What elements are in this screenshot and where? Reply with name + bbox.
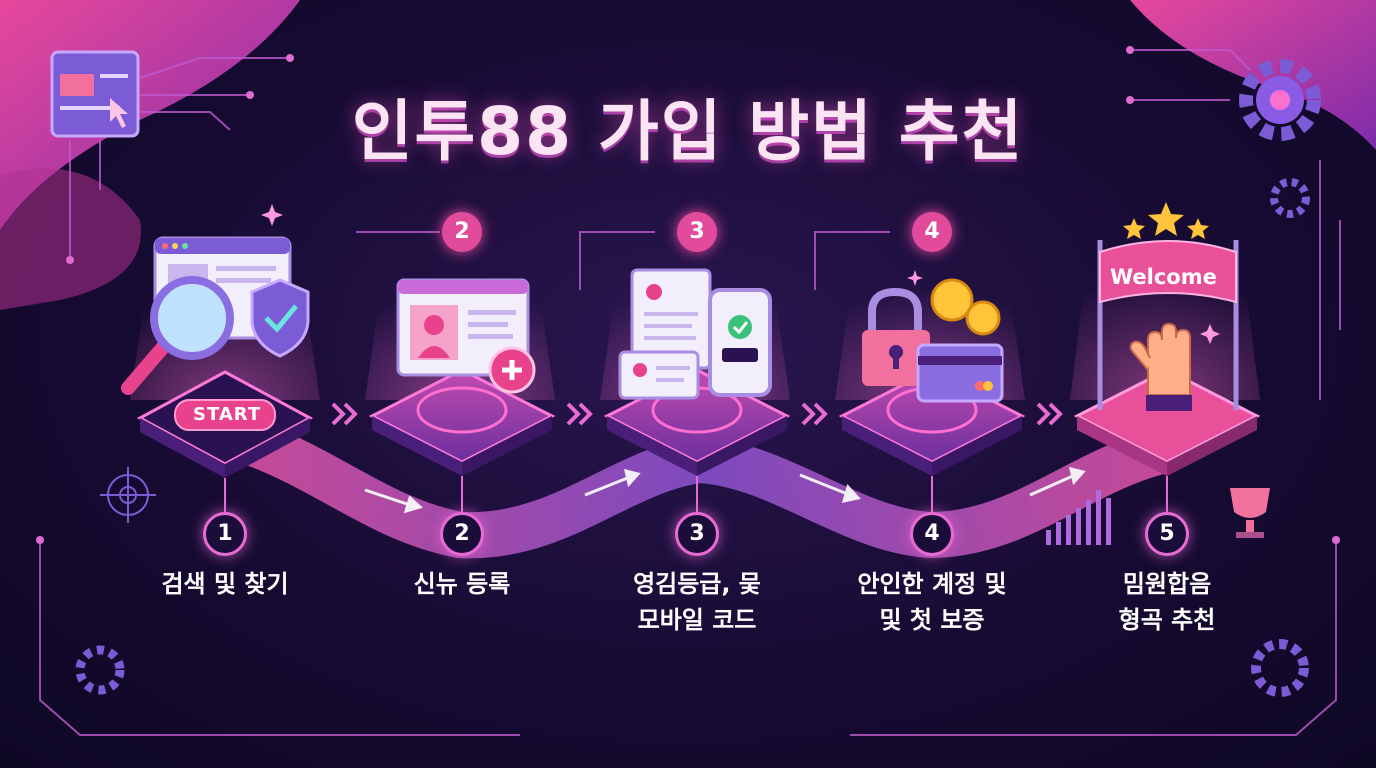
id-card-icon [618, 350, 700, 400]
step-label-5: 밈원합음 형곡 추천 [1057, 566, 1277, 638]
circuit-dots [36, 46, 1340, 544]
step-label-5-line-1: 밈원합음 [1122, 570, 1212, 598]
welcome-label: Welcome [1110, 265, 1217, 289]
step-number-5: 5 [1145, 512, 1189, 556]
sparkle-icons [261, 204, 1220, 344]
connector-lines [224, 476, 1168, 514]
step-number-3: 3 [675, 512, 719, 556]
hand-icon [1129, 322, 1192, 411]
lock-icon [862, 287, 930, 386]
step-badge-4: 4 [912, 212, 952, 252]
cursor-window-icon [50, 50, 140, 138]
gear-icon [75, 59, 1321, 697]
credit-card-icon [916, 343, 1004, 403]
step-label-2: 신뉴 등록 [352, 566, 572, 602]
circuit-lines [39, 49, 1341, 736]
step-label-3: 영김등급, 뭊 모바일 코드 [587, 566, 807, 638]
chevrons [331, 402, 1063, 426]
plus-icon [488, 346, 536, 394]
step-number-1: 1 [203, 512, 247, 556]
bar-graph-icon [1046, 490, 1111, 545]
welcome-banner-icon [1097, 240, 1239, 410]
document-icon [630, 268, 712, 370]
corner-blob-top-right [1130, 0, 1376, 150]
stars-icon [1123, 202, 1209, 239]
profile-card-icon [396, 278, 530, 377]
step-label-2-line-1: 신뉴 등록 [413, 570, 511, 598]
magnifier-icon [121, 276, 234, 395]
step-label-3-line-1: 영김등급, 뭊 [633, 570, 761, 598]
step-badge-3: 3 [677, 212, 717, 252]
phone-icon [708, 288, 772, 397]
start-label: START [193, 404, 262, 425]
path-arrows [364, 466, 1086, 514]
step-number-2: 2 [440, 512, 484, 556]
page-title: 인투88 가입 방법 추천 [351, 93, 1025, 170]
step-label-1: 검색 및 찾기 [115, 566, 335, 602]
step-label-4-line-1: 안인한 계정 및 [857, 570, 1007, 598]
coins-icon [930, 278, 1001, 336]
step-number-4: 4 [910, 512, 954, 556]
start-pill [174, 399, 276, 431]
target-icon [100, 467, 156, 523]
step-badge-2: 2 [442, 212, 482, 252]
step-label-4-line-2: 및 첫 보증 [879, 606, 985, 634]
trophy-icon [1230, 488, 1270, 538]
shield-icon [250, 278, 310, 358]
step-label-1-line-1: 검색 및 찾기 [161, 570, 289, 598]
step-label-5-line-2: 형곡 추천 [1118, 606, 1216, 634]
step-label-4: 안인한 계정 및 및 첫 보증 [822, 566, 1042, 638]
step-label-3-line-2: 모바일 코드 [637, 606, 757, 634]
